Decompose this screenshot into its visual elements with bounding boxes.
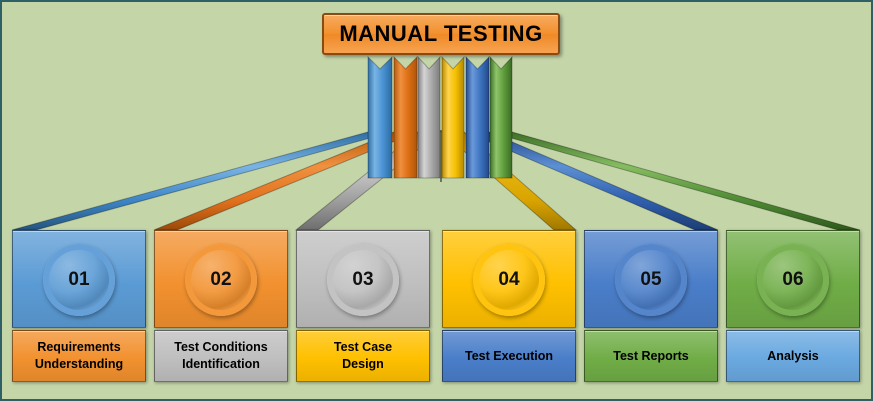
step-label-strip-05: Test Reports [584, 330, 718, 382]
step-number-06: 06 [782, 269, 804, 290]
step-label-line1-05: Test Reports [613, 348, 689, 363]
step-label-04: Test Execution [459, 348, 559, 365]
step-card-body-02: 02 [154, 230, 288, 328]
step-number-04: 04 [498, 269, 520, 290]
step-number-disc-02: 02 [185, 244, 257, 316]
step-card-body-01: 01 [12, 230, 146, 328]
step-number-disc-06: 06 [757, 244, 829, 316]
step-label-line2-03: Design [342, 357, 384, 371]
step-label-line1-06: Analysis [767, 348, 819, 363]
step-card-body-05: 05 [584, 230, 718, 328]
ribbon-center-crease [440, 130, 442, 182]
diagram-title-box: MANUAL TESTING [322, 13, 560, 55]
ribbon-vertical-1 [367, 55, 393, 179]
step-number-disc-01: 01 [43, 244, 115, 316]
step-label-strip-04: Test Execution [442, 330, 576, 382]
ribbon-vertical-3 [417, 55, 441, 179]
step-label-line1-01: Requirements [37, 340, 121, 355]
step-number-disc-03: 03 [327, 244, 399, 316]
step-label-05: Test Reports [607, 348, 694, 365]
ribbon-vertical-2 [393, 55, 418, 179]
step-label-strip-06: Analysis [726, 330, 860, 382]
step-number-03: 03 [352, 269, 374, 290]
step-label-line1-03: Test Case [333, 340, 393, 355]
step-number-disc-04: 04 [473, 244, 545, 316]
page-title: MANUAL TESTING [339, 21, 543, 46]
step-label-06: Analysis [761, 348, 824, 365]
step-label-line2-02: Identification [182, 357, 260, 371]
step-label-line2-01: Understanding [34, 357, 124, 371]
ribbon-vertical-5 [465, 55, 490, 179]
step-number-disc-05: 05 [615, 244, 687, 316]
ribbon-vertical-4 [441, 55, 465, 179]
ribbon-vertical-6 [489, 55, 513, 179]
step-card-body-03: 03 [296, 230, 430, 328]
step-card-body-04: 04 [442, 230, 576, 328]
step-label-line1-04: Test Execution [465, 348, 553, 363]
step-number-01: 01 [68, 269, 90, 290]
step-label-line1-02: Test Conditions [174, 340, 268, 355]
step-number-05: 05 [640, 269, 662, 290]
step-card-body-06: 06 [726, 230, 860, 328]
step-number-02: 02 [210, 269, 232, 290]
